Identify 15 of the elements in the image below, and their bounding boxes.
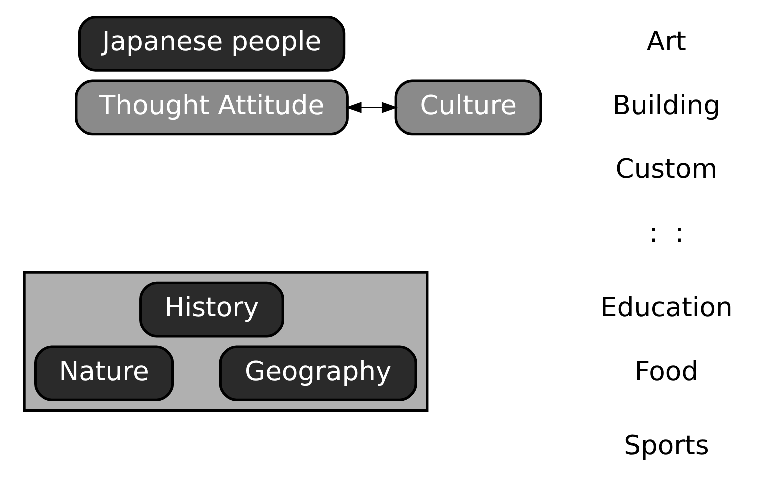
label: Art — [646, 26, 686, 58]
label: Sports — [624, 430, 710, 462]
label: Building — [612, 90, 721, 122]
node-box: Geography — [219, 346, 418, 402]
node-box: Nature — [34, 346, 174, 402]
label: : : — [649, 218, 684, 250]
node-box: Culture — [394, 80, 542, 136]
label: Food — [634, 356, 699, 388]
label: Education — [600, 292, 733, 324]
arrow — [346, 102, 398, 114]
node-box: Thought Attitude — [75, 80, 349, 136]
node-box: Japanese people — [78, 16, 346, 72]
node-box: History — [140, 282, 284, 338]
cluster — [23, 271, 429, 412]
label: Custom — [616, 154, 718, 186]
